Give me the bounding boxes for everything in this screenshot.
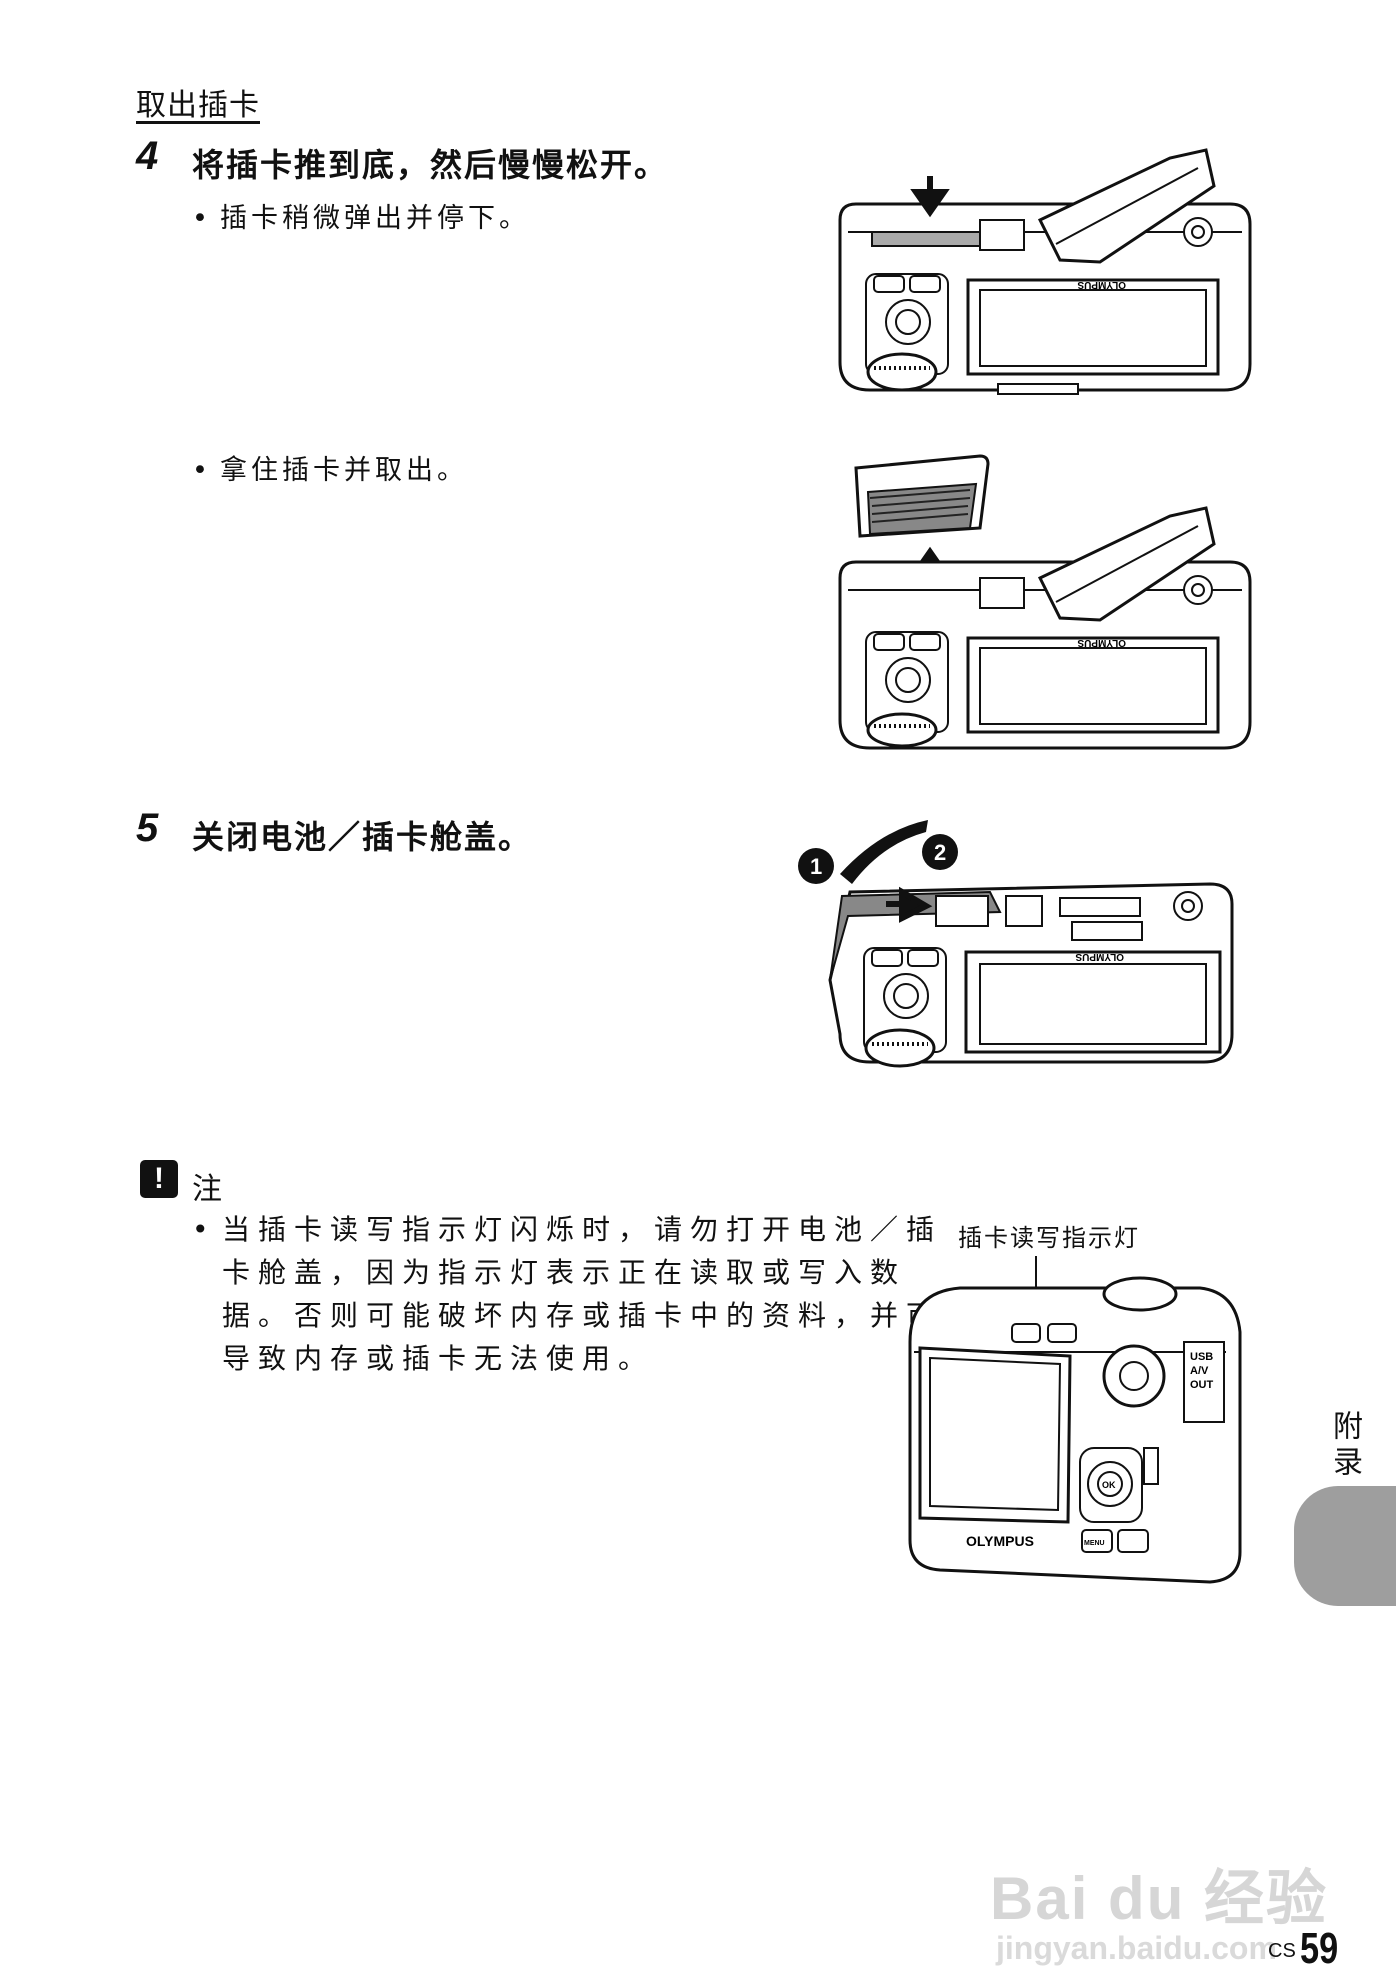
note-title: 注	[192, 1172, 222, 1207]
camera-back-close-cover-illustration: 1 2 OLYMPUS	[798, 820, 1234, 1068]
step-marker-1	[798, 848, 834, 884]
marker-2-text: 2	[934, 840, 946, 865]
brand-text: OLYMPUS	[1075, 951, 1124, 962]
note-line: 导致内存或插卡无法使用。	[222, 1342, 655, 1375]
marker-1-text: 1	[810, 854, 822, 879]
bullet-2-text: 拿住插卡并取出。	[220, 455, 468, 486]
camera-back-indicator-illustration: OLYMPUS USB A/V OUT OK MENU	[908, 1256, 1242, 1584]
camera-back-card-remove-illustration: OLYMPUS	[838, 454, 1252, 750]
out-label: OUT	[1190, 1379, 1214, 1391]
usb-label: USB	[1190, 1351, 1213, 1363]
av-label: A/V	[1190, 1365, 1209, 1377]
rotate-arrow-icon	[840, 820, 928, 884]
camera-back-card-push-illustration: OLYMPUS	[838, 148, 1252, 395]
note-line: 据。否则可能破坏内存或插卡中的资料，并可	[222, 1299, 943, 1332]
side-tab-label: 附录	[1327, 1410, 1362, 1482]
note-body: •当插卡读写指示灯闪烁时，请勿打开电池／插 卡舱盖，因为指示灯表示正在读取或写入…	[192, 1208, 942, 1380]
brand-text: OLYMPUS	[966, 1533, 1034, 1549]
step-4-bullet-2: •拿住插卡并取出。	[192, 455, 468, 486]
language-code: CS	[1268, 1940, 1296, 1962]
push-arrow-icon	[886, 886, 933, 923]
step-5-text: 关闭电池／插卡舱盖。	[192, 818, 533, 856]
watermark-logo: Bai du 经验	[990, 1865, 1329, 1932]
side-tab	[1294, 1486, 1396, 1606]
ok-label: OK	[1102, 1480, 1116, 1490]
page-number: 59	[1300, 1924, 1339, 1973]
section-heading: 取出插卡	[136, 88, 260, 123]
menu-label: MENU	[1084, 1540, 1105, 1547]
brand-text: OLYMPUS	[1077, 279, 1126, 290]
step-4-bullet-1: •插卡稍微弹出并停下。	[192, 203, 530, 234]
step-5-number: 5	[136, 806, 159, 850]
indicator-callout-label: 插卡读写指示灯	[958, 1224, 1140, 1252]
brand-text: OLYMPUS	[1077, 637, 1126, 648]
step-marker-2	[922, 834, 958, 870]
step-4-number: 4	[136, 134, 159, 178]
note-line: 卡舱盖，因为指示灯表示正在读取或写入数	[222, 1256, 907, 1289]
watermark-url: jingyan.baidu.com	[996, 1930, 1277, 1966]
warning-icon: !	[140, 1160, 178, 1198]
step-4-text: 将插卡推到底，然后慢慢松开。	[192, 146, 669, 184]
bullet-1-text: 插卡稍微弹出并停下。	[220, 203, 530, 234]
note-line: •当插卡读写指示灯闪烁时，请勿打开电池／插	[192, 1213, 943, 1246]
